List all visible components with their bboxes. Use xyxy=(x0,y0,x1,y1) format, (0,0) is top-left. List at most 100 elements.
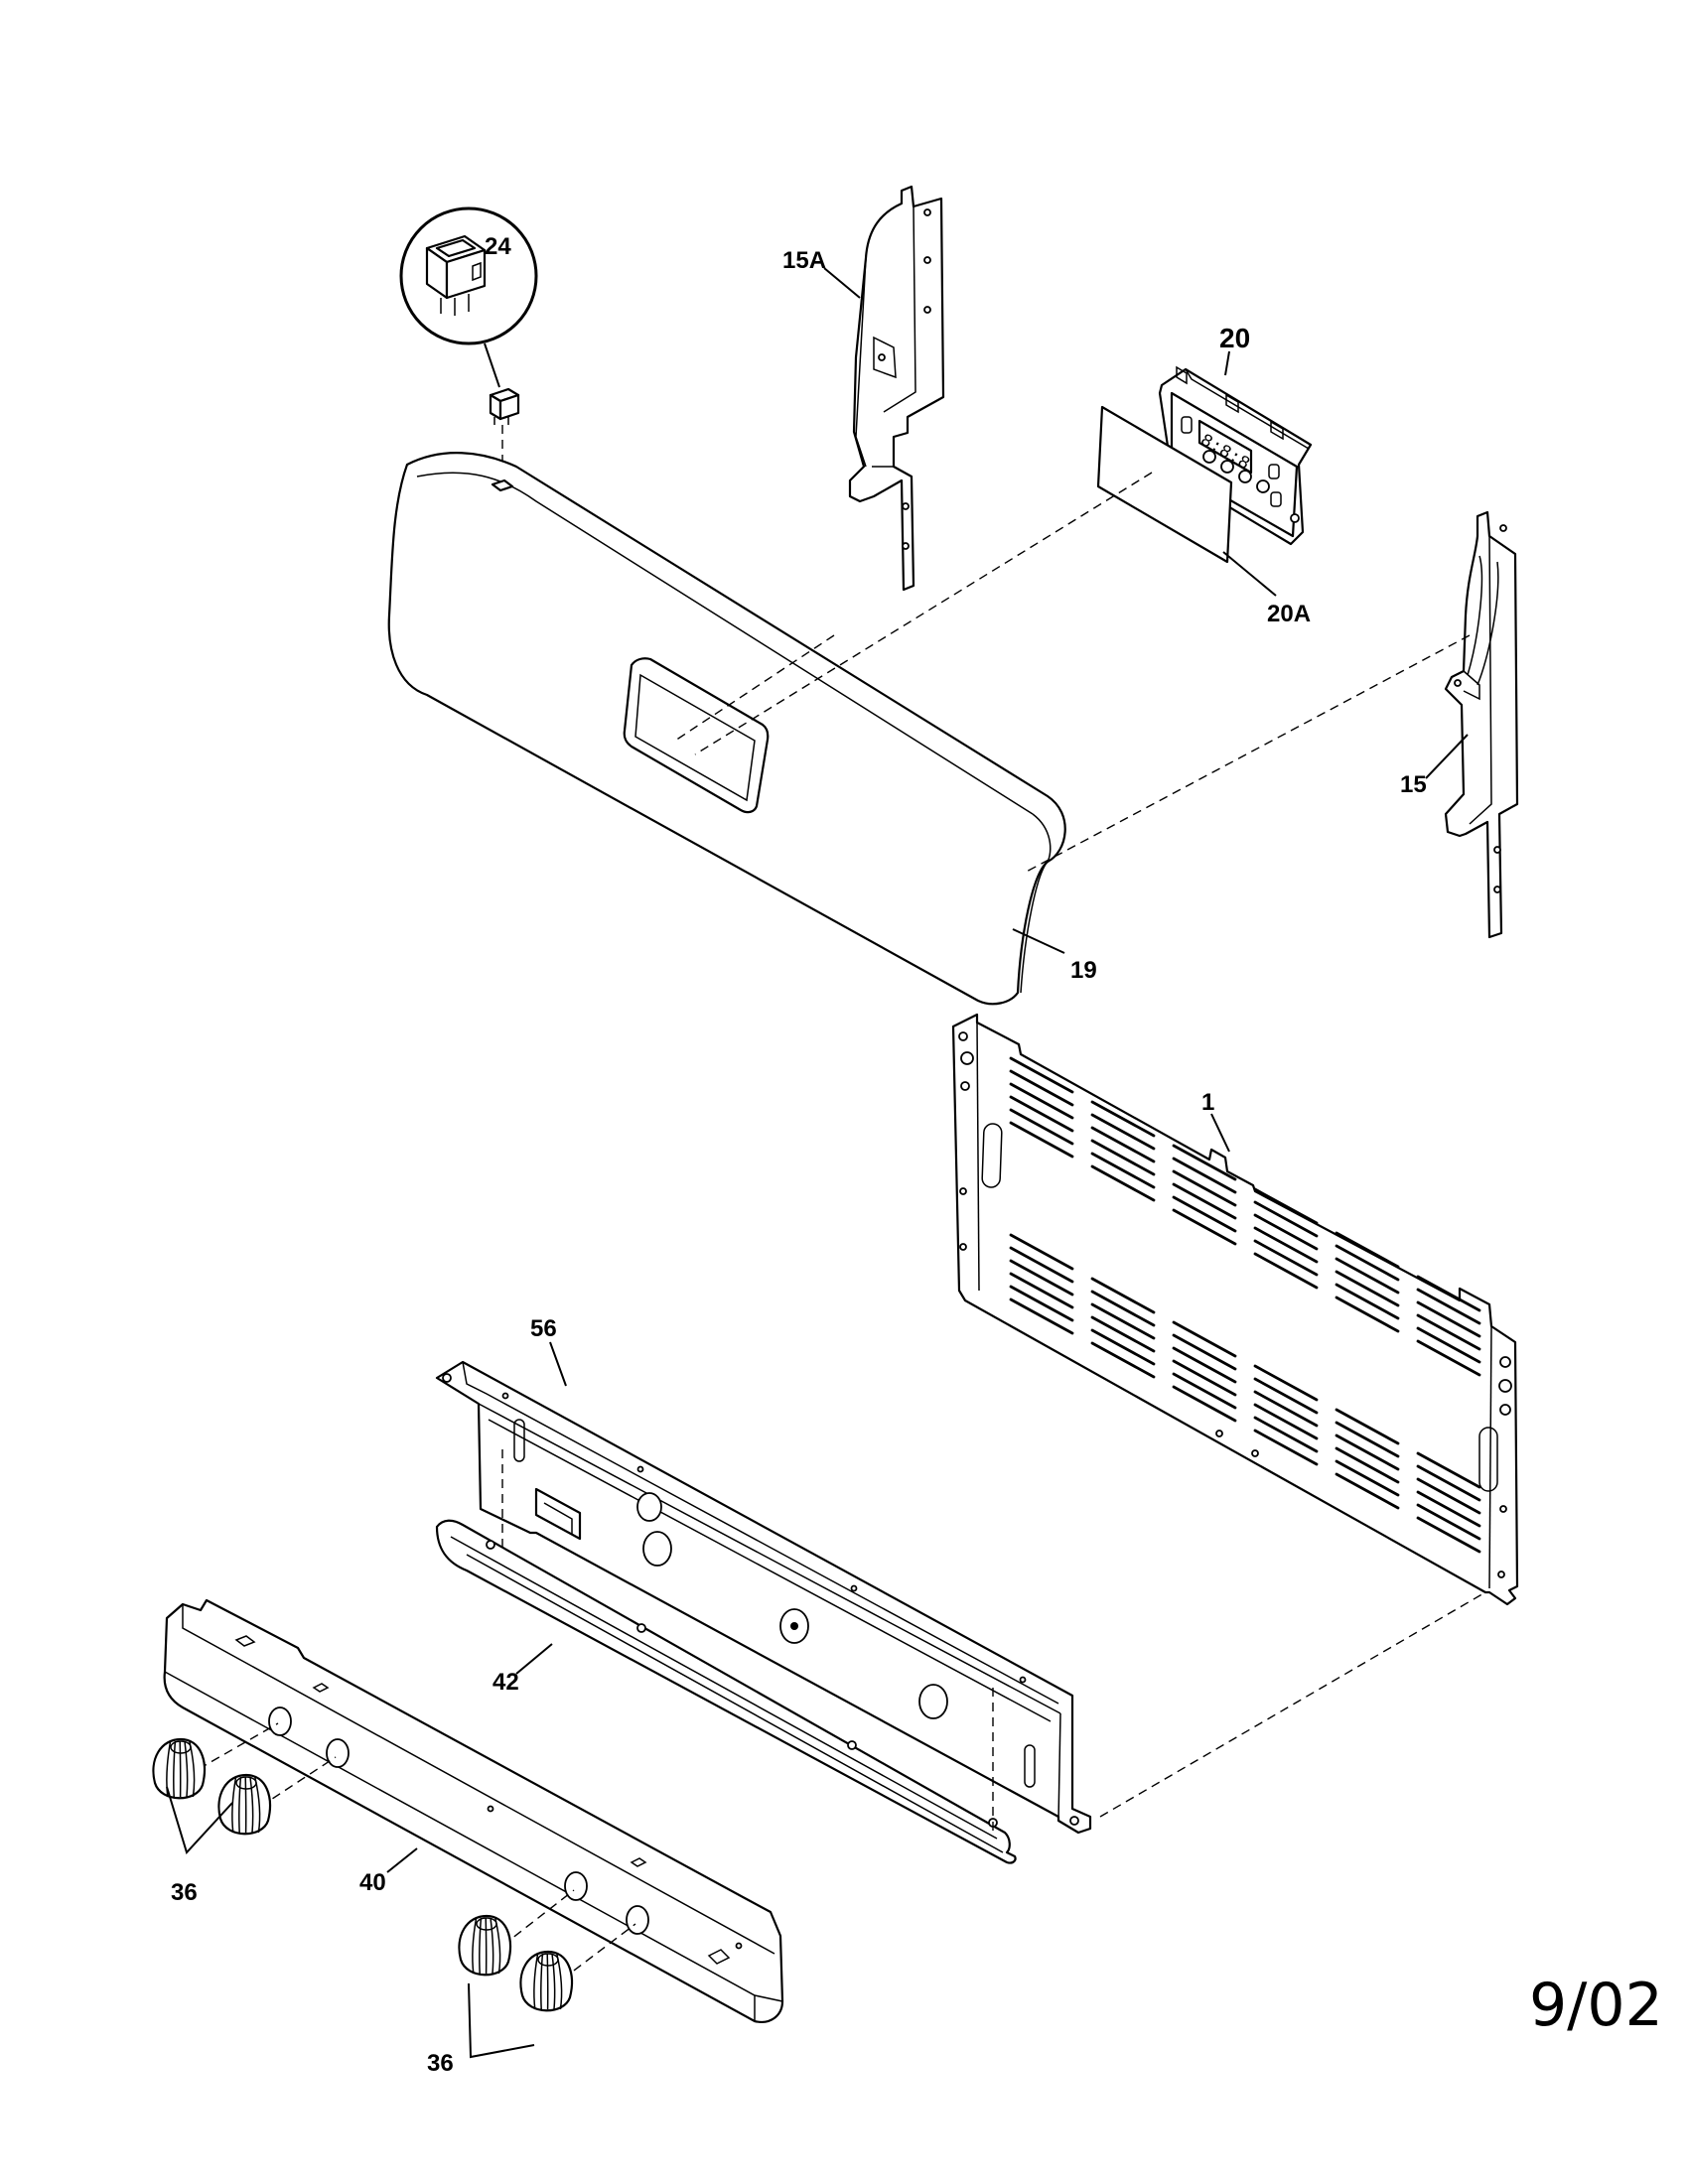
align-line-56-1 xyxy=(1099,1591,1486,1818)
part-42-leader xyxy=(515,1643,553,1675)
louver-slat xyxy=(1253,1187,1319,1225)
louver-slat xyxy=(1090,1164,1156,1202)
part-19-control-panel xyxy=(387,452,1066,1006)
louver-slat xyxy=(1009,1259,1074,1297)
louver-slat xyxy=(1172,1144,1237,1181)
louver-slat xyxy=(1172,1333,1237,1371)
callout-36a: 36 xyxy=(171,1879,198,1906)
louver-slat xyxy=(1090,1126,1156,1163)
louver-slat xyxy=(1416,1464,1481,1502)
louver-slat xyxy=(1253,1239,1319,1277)
louver-slat xyxy=(1172,1208,1237,1246)
part-15-end-bracket xyxy=(1444,510,1519,939)
louver-slat xyxy=(1253,1226,1319,1264)
louver-slat xyxy=(1335,1459,1400,1497)
align-line-knob-1 xyxy=(198,1722,279,1770)
louver-slat xyxy=(1335,1257,1400,1295)
louver-slat xyxy=(1172,1182,1237,1220)
part-1-rear-panel xyxy=(951,1013,1519,1606)
louver-slat xyxy=(1335,1408,1400,1445)
align-line-19-window xyxy=(674,634,835,742)
part-15-leader xyxy=(1425,734,1469,779)
callout-36b: 36 xyxy=(427,2050,454,2077)
callout-40: 40 xyxy=(359,1869,386,1896)
callout-42: 42 xyxy=(492,1669,519,1696)
louver-slat xyxy=(1172,1372,1237,1410)
part-36b-leader xyxy=(468,1982,535,2059)
louver-slat xyxy=(1253,1200,1319,1238)
louver-slat xyxy=(1009,1285,1074,1322)
louver-slat xyxy=(1416,1339,1481,1377)
louver-slat xyxy=(1416,1288,1481,1325)
louver-slat xyxy=(1335,1446,1400,1484)
part-19-leader xyxy=(1012,928,1065,954)
louver-slat xyxy=(1090,1290,1156,1327)
louver-slat xyxy=(1009,1121,1074,1159)
callout-15: 15 xyxy=(1400,771,1427,798)
louver-slat xyxy=(1172,1346,1237,1384)
callout-24: 24 xyxy=(485,233,511,260)
part-40-leader xyxy=(386,1847,418,1873)
switch-callout-tie xyxy=(484,342,500,388)
louver-slat xyxy=(1172,1359,1237,1397)
louver-slat xyxy=(1172,1385,1237,1423)
align-line-knob-2 xyxy=(259,1756,337,1808)
callout-19: 19 xyxy=(1070,957,1097,984)
control-knob xyxy=(152,1737,207,1800)
louver-slat xyxy=(1009,1069,1074,1107)
align-line-20-19 xyxy=(694,472,1153,755)
louver-slat xyxy=(1090,1152,1156,1189)
callout-56: 56 xyxy=(530,1315,557,1342)
callout-1: 1 xyxy=(1201,1089,1214,1116)
part-56-manifold-panel xyxy=(435,1360,1092,1835)
louver-slat xyxy=(1172,1157,1237,1194)
louver-slat xyxy=(1335,1472,1400,1510)
part-42-trim xyxy=(435,1519,1017,1864)
align-line-15-19 xyxy=(1022,634,1471,875)
louver-slat xyxy=(1335,1296,1400,1333)
louver-slat xyxy=(1009,1272,1074,1309)
louver-slat xyxy=(1172,1195,1237,1233)
louver-slat xyxy=(1253,1213,1319,1251)
display-window xyxy=(623,657,770,814)
louver-slat xyxy=(1416,1326,1481,1364)
control-knob xyxy=(458,1914,512,1977)
callout-20a: 20A xyxy=(1267,601,1311,627)
louver-slat xyxy=(1335,1244,1400,1282)
date-stamp: 9/02 xyxy=(1529,1971,1663,2040)
louver-slat xyxy=(1009,1246,1074,1284)
louver-slat xyxy=(1090,1302,1156,1340)
louver-slat xyxy=(1009,1056,1074,1094)
louver-slat xyxy=(1253,1390,1319,1428)
louver-slat xyxy=(1335,1283,1400,1320)
control-knob xyxy=(217,1773,272,1836)
louver-slat xyxy=(1416,1275,1481,1312)
control-knob xyxy=(519,1950,574,2012)
part-40-control-panel xyxy=(163,1598,784,2023)
louver-slat xyxy=(1090,1139,1156,1176)
louver-slat xyxy=(1416,1313,1481,1351)
louver-slat xyxy=(1090,1315,1156,1353)
vent-louvers xyxy=(1009,1056,1481,1554)
louver-slat xyxy=(1335,1270,1400,1307)
align-line-knob-3 xyxy=(501,1889,575,1947)
louver-slat xyxy=(1416,1451,1481,1489)
louver-slat xyxy=(1335,1231,1400,1269)
align-line-knob-4 xyxy=(561,1923,636,1980)
louver-slat xyxy=(1253,1252,1319,1290)
louver-slat xyxy=(1009,1095,1074,1133)
louver-slat xyxy=(1335,1433,1400,1471)
part-1-leader xyxy=(1210,1113,1230,1153)
callout-15a: 15A xyxy=(782,247,826,274)
part-36a-leader xyxy=(166,1786,233,1854)
louver-slat xyxy=(1253,1364,1319,1402)
part-24-rocker-switch xyxy=(399,206,538,425)
louver-slat xyxy=(1090,1113,1156,1151)
louver-slat xyxy=(1416,1477,1481,1515)
louver-slat xyxy=(1253,1377,1319,1415)
part-20-leader xyxy=(1224,350,1230,376)
callout-20: 20 xyxy=(1219,323,1250,353)
louver-slat xyxy=(1416,1516,1481,1554)
louver-slat xyxy=(1416,1490,1481,1528)
